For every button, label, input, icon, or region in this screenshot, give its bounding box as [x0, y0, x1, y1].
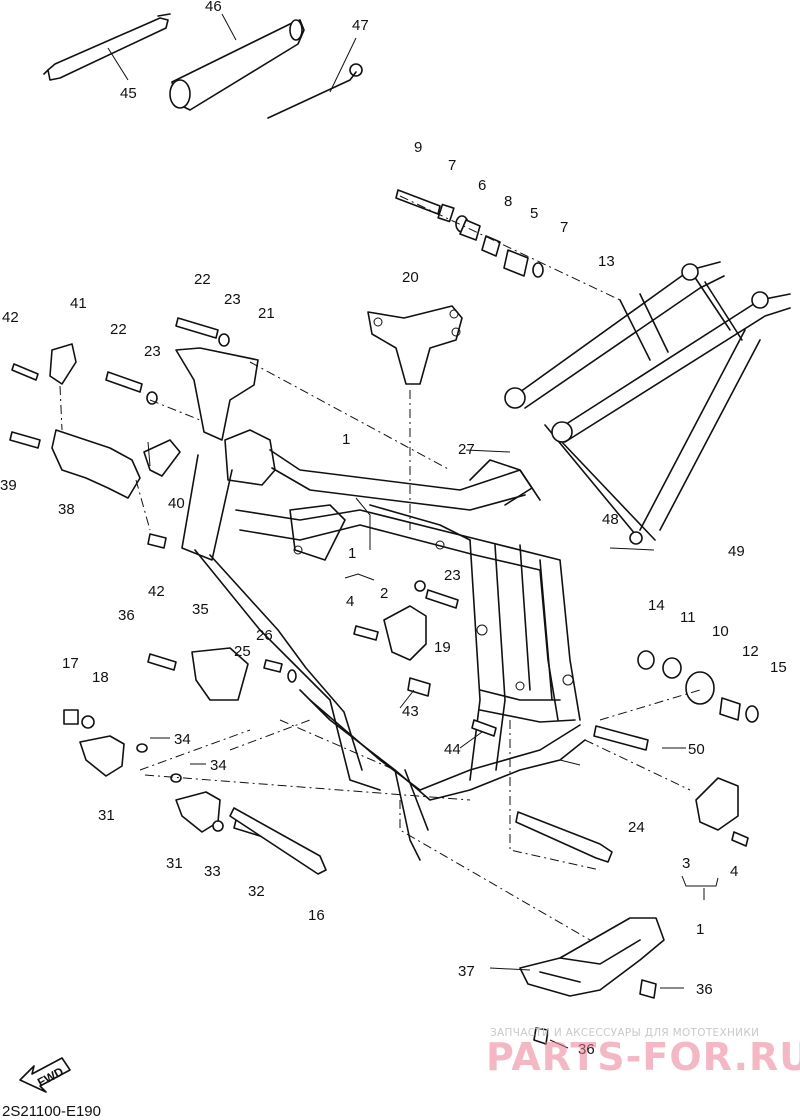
callout-17: 17 — [62, 655, 79, 672]
spanner-tool — [43, 13, 171, 81]
callout-16: 16 — [308, 907, 325, 924]
callout-44: 44 — [444, 741, 461, 758]
front-engine-mount — [353, 580, 459, 661]
rear-engine-mount — [584, 650, 759, 791]
callout-27: 27 — [458, 441, 475, 458]
callout-11: 11 — [680, 609, 696, 626]
callout-41: 41 — [70, 295, 87, 312]
callout-1: 1 — [342, 431, 350, 448]
callout-23b: 23 — [144, 343, 161, 360]
callout-13: 13 — [598, 253, 615, 270]
callout-8: 8 — [504, 193, 512, 210]
skid-plate — [399, 800, 665, 1045]
callout-45: 45 — [120, 85, 137, 102]
callout-pointers — [147, 441, 686, 1049]
callout-48: 48 — [602, 511, 619, 528]
callout-18: 18 — [92, 669, 109, 686]
callout-15: 15 — [770, 659, 787, 676]
callout-5: 5 — [530, 205, 538, 222]
box-wrench-tool — [169, 13, 305, 111]
callout-40: 40 — [168, 495, 185, 512]
forward-direction-arrow: FWD — [19, 1057, 71, 1093]
lower-mount-hardware — [407, 677, 749, 871]
side-stand-bracket-assembly — [9, 343, 181, 549]
callout-20: 20 — [402, 269, 419, 286]
tommy-bar-tool — [267, 37, 363, 119]
callout-25: 25 — [234, 643, 251, 660]
callout-22: 22 — [194, 271, 211, 288]
callout-34: 34 — [174, 731, 191, 748]
callout-34b: 34 — [210, 757, 227, 774]
callout-33: 33 — [204, 863, 221, 880]
callout-36: 36 — [118, 607, 135, 624]
upper-left-brackets — [105, 317, 451, 471]
callout-50: 50 — [688, 741, 705, 758]
lower-left-brackets — [63, 647, 471, 875]
callout-23: 23 — [224, 291, 241, 308]
callout-1b: 1 — [348, 545, 356, 562]
callout-9: 9 — [414, 139, 422, 156]
callout-2: 2 — [380, 585, 388, 602]
callout-43: 43 — [402, 703, 419, 720]
callout-32: 32 — [248, 883, 265, 900]
callout-24: 24 — [628, 819, 645, 836]
callout-38: 38 — [58, 501, 75, 518]
leader-lines — [344, 497, 719, 900]
callout-19: 19 — [434, 639, 451, 656]
callout-22b: 22 — [110, 321, 127, 338]
callout-37: 37 — [458, 963, 475, 980]
diagram-code: 2S21100-E190 — [2, 1103, 101, 1120]
main-frame — [181, 429, 586, 861]
callout-47: 47 — [352, 17, 369, 34]
callout-36b: 36 — [696, 981, 713, 998]
callout-4: 4 — [346, 593, 354, 610]
callout-1c: 1 — [696, 921, 704, 938]
rear-subframe — [504, 261, 791, 545]
callout-21: 21 — [258, 305, 275, 322]
pivot-bolt-stack — [395, 189, 621, 301]
callout-49: 49 — [728, 543, 745, 560]
callout-7b: 7 — [560, 219, 568, 236]
callout-23c: 23 — [444, 567, 461, 584]
watermark-brand: PARTS-FOR.RU — [486, 1035, 800, 1079]
watermark: ЗАПЧАСТИ И АКСЕССУАРЫ ДЛЯ МОТОТЕХНИКИ PA… — [486, 1027, 800, 1079]
callout-26: 26 — [256, 627, 273, 644]
callout-7: 7 — [448, 157, 456, 174]
callout-42b: 42 — [148, 583, 165, 600]
callout-10: 10 — [712, 623, 729, 640]
callout-39: 39 — [0, 477, 17, 494]
callout-labels: 45 46 47 9 7 6 8 5 7 13 22 23 21 20 42 4… — [0, 0, 787, 1058]
callout-36c: 36 — [578, 1041, 595, 1058]
callout-3: 3 — [682, 855, 690, 872]
callout-31b: 31 — [166, 855, 183, 872]
callout-4b: 4 — [730, 863, 738, 880]
callout-46: 46 — [205, 0, 222, 15]
callout-14: 14 — [648, 597, 665, 614]
callout-31: 31 — [98, 807, 115, 824]
watermark-tagline: ЗАПЧАСТИ И АКСЕССУАРЫ ДЛЯ МОТОТЕХНИКИ — [490, 1027, 759, 1039]
callout-12: 12 — [742, 643, 759, 660]
top-engine-bracket — [367, 305, 463, 530]
callout-42: 42 — [2, 309, 19, 326]
callout-6: 6 — [478, 177, 486, 194]
callout-35: 35 — [192, 601, 209, 618]
